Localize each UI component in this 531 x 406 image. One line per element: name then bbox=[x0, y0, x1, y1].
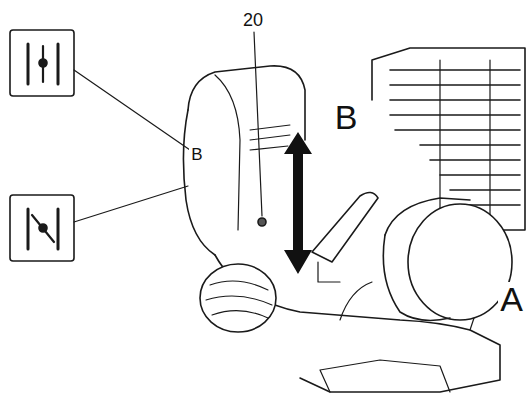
primer-bulb bbox=[200, 264, 276, 332]
choke-open-icon bbox=[10, 30, 190, 150]
position-letter: B bbox=[333, 100, 360, 136]
cylinder-fins bbox=[372, 48, 525, 230]
double-arrow bbox=[284, 132, 312, 274]
choke-closed-icon bbox=[10, 186, 188, 261]
leader-line bbox=[254, 32, 262, 216]
choke-lever bbox=[312, 192, 378, 282]
air-filter-cover bbox=[383, 198, 512, 320]
choke-knob bbox=[258, 218, 266, 226]
callout-number: 20 bbox=[241, 11, 265, 30]
position-letter: A bbox=[498, 282, 525, 318]
position-letter: B bbox=[189, 146, 204, 164]
